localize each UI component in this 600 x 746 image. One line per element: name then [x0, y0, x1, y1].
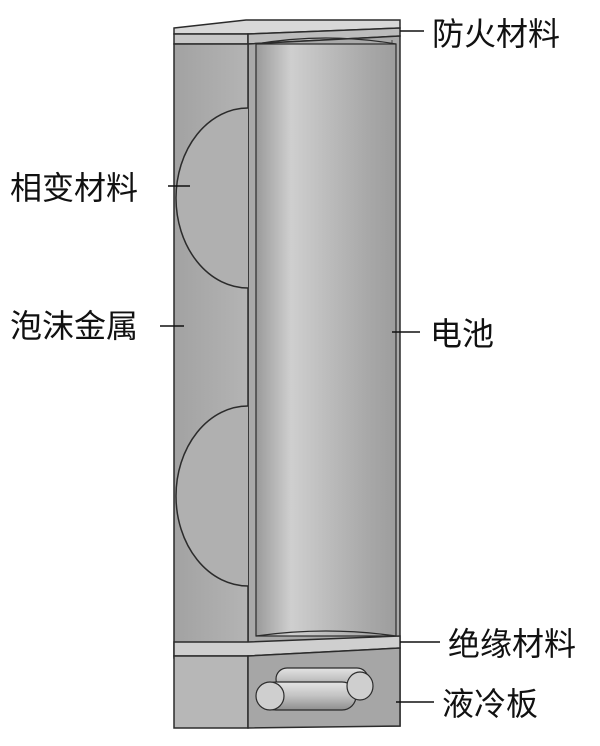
leader-lines: [160, 30, 440, 703]
label-battery: 电池: [430, 315, 495, 353]
phase-change-material: [175, 107, 249, 587]
cooling-pipe: [255, 667, 374, 711]
label-liquid-cold-plate: 液冷板: [442, 685, 539, 723]
battery-cell: [255, 37, 397, 637]
label-foam-metal: 泡沫金属: [10, 307, 139, 345]
liquid-cold-plate: [173, 647, 401, 729]
label-insulation-material: 绝缘材料: [448, 625, 577, 663]
label-phase-change-material: 相变材料: [10, 169, 139, 207]
label-fireproof-material: 防火材料: [432, 15, 561, 53]
